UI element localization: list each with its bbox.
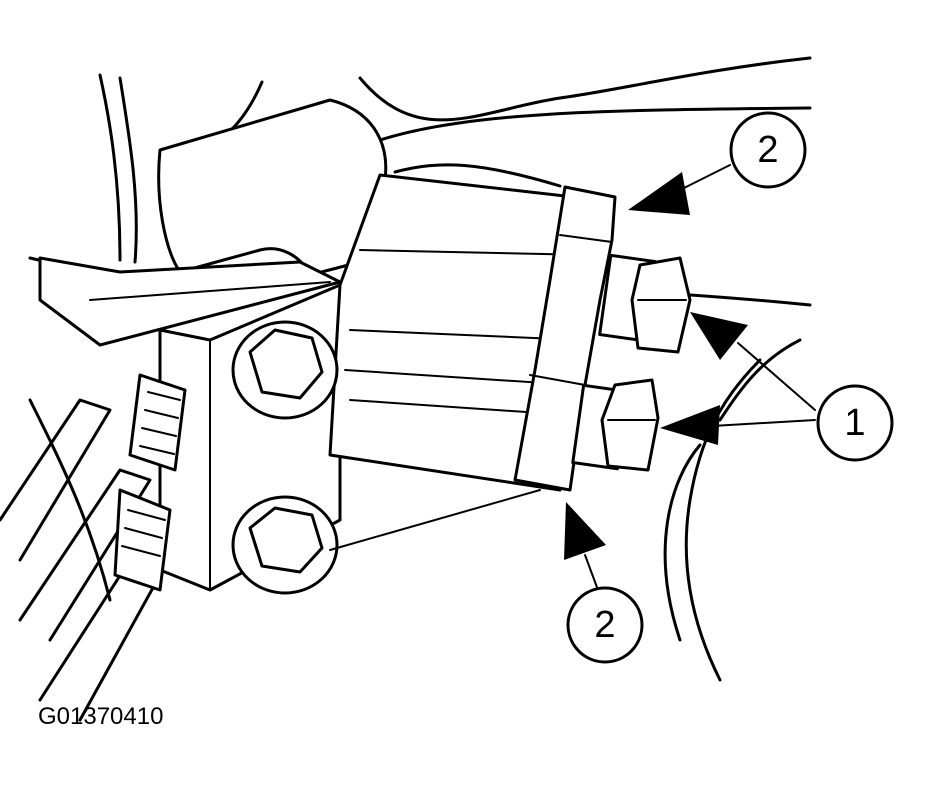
- arrowhead-right-upper: [690, 312, 748, 360]
- block-bolt-lower: [231, 495, 339, 595]
- callout-right-label: 1: [844, 402, 865, 444]
- figure-id-label: G01370410: [38, 703, 163, 730]
- fitting-upper: [598, 253, 692, 354]
- fitting-lower: [571, 378, 660, 472]
- callout-bottom-label: 2: [594, 604, 615, 646]
- block-bolt-upper: [231, 320, 339, 420]
- mounting-bracket: [38, 98, 388, 347]
- callout-top-label: 2: [757, 129, 778, 171]
- callout-right: 1: [816, 384, 894, 462]
- callout-top: 2: [729, 111, 807, 189]
- leader-lines: [329, 164, 816, 591]
- arrowhead-right-lower: [660, 405, 720, 445]
- arrowhead-top: [628, 172, 690, 215]
- callout-bottom: 2: [566, 586, 644, 664]
- cooler-lines: [0, 373, 187, 722]
- arrowhead-bottom: [564, 502, 606, 560]
